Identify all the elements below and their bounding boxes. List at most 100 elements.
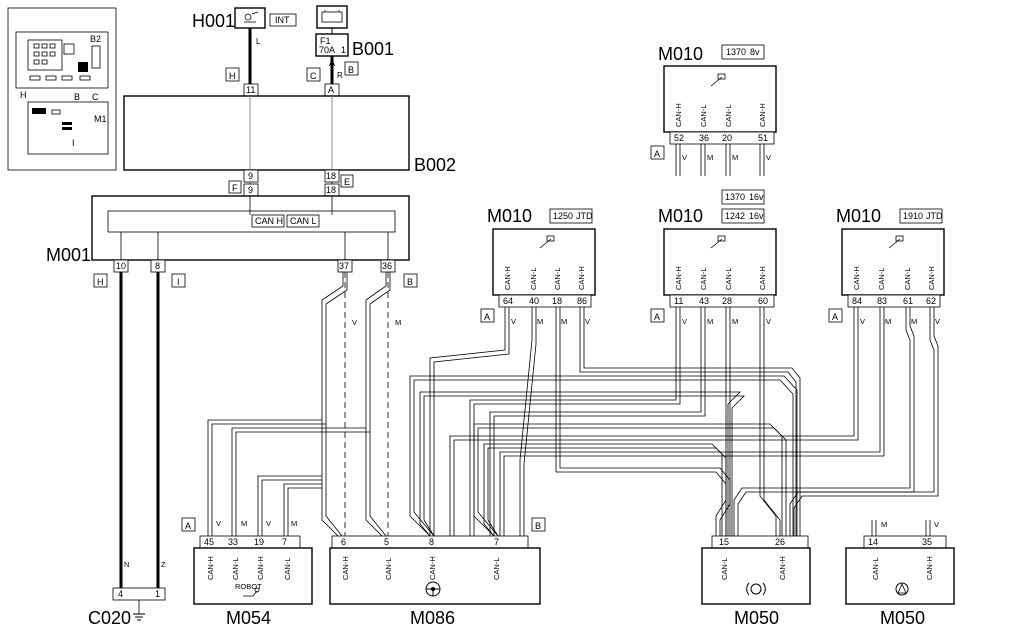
m001-code: M001 <box>46 245 91 265</box>
m001-conn-b: B <box>407 277 413 287</box>
abs-icon <box>746 582 766 596</box>
m050-b-code: M050 <box>880 608 925 628</box>
m010-1910-wire-1: V <box>860 317 865 326</box>
m001-pin-37: 37 <box>339 261 349 271</box>
m010-1910-label-2: CAN-L <box>877 267 886 290</box>
m010-top-wire-1: V <box>682 153 687 162</box>
m054-label-1: CAN-H <box>206 556 215 580</box>
m010-1250-conn: A <box>484 312 490 322</box>
m010-1910-wire-4: V <box>935 317 940 326</box>
m010-1250-component: M010 1250 JTD CAN-H CAN-L CAN-L CAN-H 64… <box>480 206 596 326</box>
b001-component: F1 70A 1 B001 A R C B <box>306 5 394 90</box>
m010-top-component: M010 1370 8v CAN-H CAN-L CAN-L CAN-H 52 … <box>650 44 777 176</box>
b001-fuse-num: 1 <box>341 45 346 55</box>
bulb-icon <box>244 11 259 23</box>
m010-1250-pin-2: 40 <box>529 296 539 306</box>
m010-1250-pin-3: 18 <box>552 296 562 306</box>
m010-1370-label-1: CAN-H <box>674 266 683 290</box>
battery-icon <box>321 10 343 23</box>
m010-1370-label-4: CAN-H <box>758 266 767 290</box>
m010-1370-conn: A <box>654 312 660 322</box>
m010-1910-code: M010 <box>836 206 881 226</box>
b001-wire-color: R <box>337 71 343 80</box>
m010-1910-label-1: CAN-H <box>852 266 861 290</box>
m010-top-label-3: CAN-L <box>724 104 733 127</box>
m010-top-label-4: CAN-H <box>758 103 767 127</box>
h001-code: H001 <box>192 11 235 31</box>
m010-1250-badge-sub: JTD <box>576 211 593 221</box>
m010-1910-conn: A <box>832 312 838 322</box>
b002-pin-top-2: A <box>328 85 334 95</box>
ground-icon <box>133 613 145 621</box>
m086-label-3: CAN-H <box>428 556 437 580</box>
h001-badge: INT <box>275 15 290 25</box>
inset-label-b: B <box>74 92 80 102</box>
m054-pin-4: 7 <box>282 537 287 547</box>
m050-a-pin-1: 15 <box>719 537 729 547</box>
m010-1910-label-4: CAN-H <box>927 266 936 290</box>
m010-1370-badge1-sub: 16v <box>749 192 764 202</box>
b002-pin-bot-1: 9 <box>248 171 253 181</box>
m001-pin-10: 10 <box>116 261 126 271</box>
m054-pin-2: 33 <box>228 537 238 547</box>
inset-label-b2: B2 <box>90 34 101 44</box>
c020-pin-1: 1 <box>155 589 160 599</box>
m086-pin-3: 8 <box>429 537 434 547</box>
m010-1370-wire-1: V <box>682 317 687 326</box>
inset-label-i: I <box>72 138 75 148</box>
m050-a-pin-2: 26 <box>775 537 785 547</box>
m086-label-1: CAN-H <box>341 556 350 580</box>
m050-b-pin-2: 35 <box>922 537 932 547</box>
m054-component: A V M V M 45 33 19 7 CAN-H CAN-L CAN-H C… <box>181 517 313 628</box>
m010-1370-wire-3: M <box>732 317 738 326</box>
m054-wire-2: M <box>241 519 247 528</box>
inset-label-h: H <box>20 90 27 100</box>
m086-component: B 6 5 8 7 CAN-H CAN-L CAN-H CAN-L M086 <box>329 517 546 628</box>
inset-label-c: C <box>92 92 99 102</box>
c020-wire-z: Z <box>161 560 166 569</box>
b001-fuse-label: F1 <box>320 36 331 46</box>
m010-1910-label-3: CAN-L <box>903 267 912 290</box>
m010-1370-badge2-sub: 16v <box>749 211 764 221</box>
m010-1370-pin-1: 11 <box>674 296 683 306</box>
injector-icon <box>710 73 726 87</box>
m010-1250-pin-4: 86 <box>577 296 587 306</box>
injector-icon <box>710 235 726 249</box>
m010-top-pin-1: 52 <box>674 133 684 143</box>
m050-b-pin-1: 14 <box>868 537 878 547</box>
m001-wire-v: V <box>352 318 357 327</box>
airbag-icon <box>895 582 909 596</box>
m010-1250-code: M010 <box>487 206 532 226</box>
injector-icon <box>888 235 904 249</box>
c020-component: N Z 4 1 C020 <box>88 560 166 628</box>
m010-1910-pin-1: 84 <box>852 296 862 306</box>
b001-code: B001 <box>352 39 394 59</box>
m086-pin-4: 7 <box>494 537 499 547</box>
m086-code: M086 <box>410 608 455 628</box>
m010-top-wire-4: V <box>766 153 771 162</box>
m054-pin-3: 19 <box>254 537 264 547</box>
m054-wire-3: V <box>266 519 271 528</box>
location-inset: B2 H B C M1 I <box>7 7 117 171</box>
c020-wire-n: N <box>124 560 129 569</box>
m010-1250-wire-1: V <box>511 317 516 326</box>
m010-1250-label-1: CAN-H <box>503 266 512 290</box>
m086-label-4: CAN-L <box>492 557 501 580</box>
m086-conn: B <box>535 521 541 531</box>
m001-can-l: CAN L <box>290 216 317 226</box>
c020-code: C020 <box>88 608 131 628</box>
m001-can-h: CAN H <box>255 216 283 226</box>
m050-b-label-2: CAN-H <box>925 556 934 580</box>
m050-a-component: 15 26 CAN-L CAN-H M050 <box>701 535 811 628</box>
m010-1910-wire-3: M <box>911 317 917 326</box>
m010-top-label-2: CAN-L <box>699 104 708 127</box>
m010-top-pin-4: 51 <box>758 133 768 143</box>
m010-1370-badge1-num: 1370 <box>725 192 745 202</box>
b002-code: B002 <box>414 155 456 175</box>
m010-1250-label-2: CAN-L <box>529 267 538 290</box>
m010-top-wire-2: M <box>707 153 713 162</box>
m010-top-pin-2: 36 <box>699 133 709 143</box>
m054-label-3: CAN-H <box>256 556 265 580</box>
m010-1370-pin-4: 60 <box>758 296 768 306</box>
m010-top-label-1: CAN-H <box>674 103 683 127</box>
